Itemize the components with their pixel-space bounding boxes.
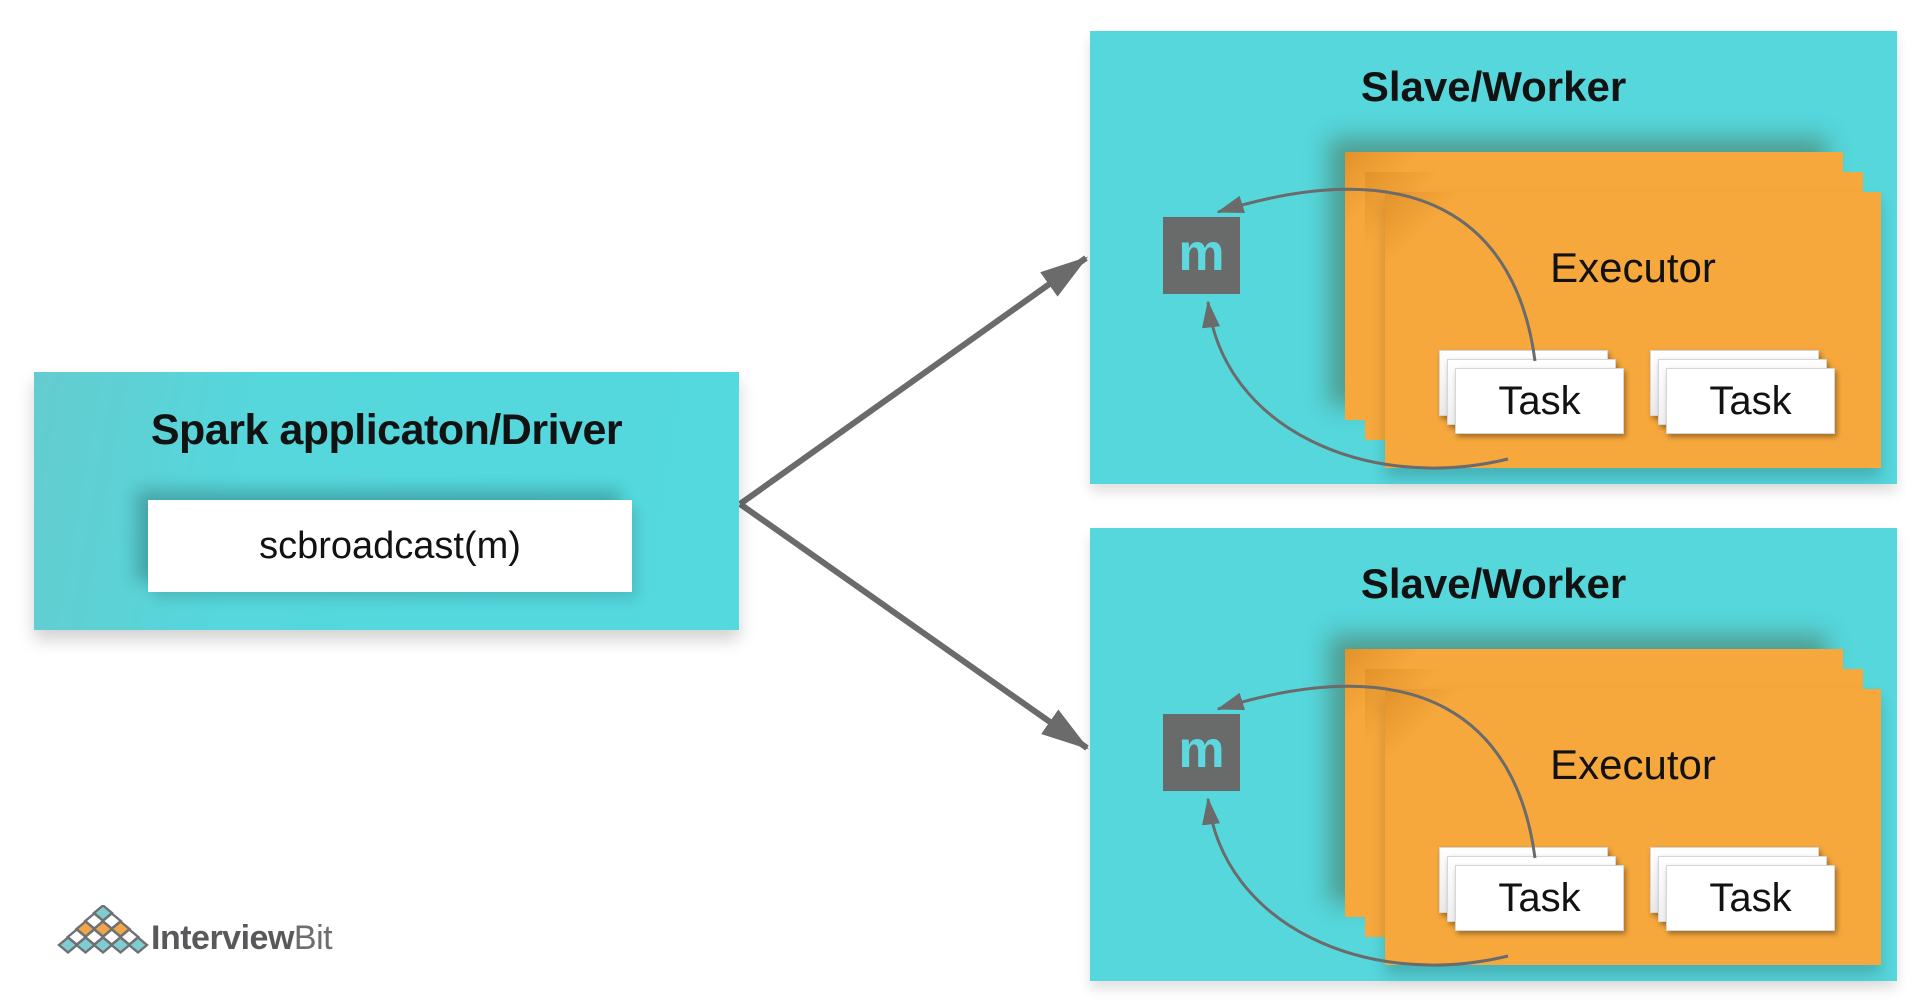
task-box: Task <box>1666 368 1835 434</box>
worker-1-title: Slave/Worker <box>1360 63 1627 110</box>
worker-2-executor-label: Executor <box>1550 741 1716 788</box>
interviewbit-logo: InterviewBit <box>57 903 477 973</box>
worker-1-executor-label: Executor <box>1550 244 1716 291</box>
task-label: Task <box>1709 378 1792 423</box>
task-label: Task <box>1498 875 1581 920</box>
worker-2-task-stack-1: Task <box>1439 847 1624 931</box>
task-box: Task <box>1455 368 1624 434</box>
worker-2-broadcast-var-box: m <box>1163 714 1240 791</box>
brand-name-light: Bit <box>293 919 333 957</box>
task-label: Task <box>1709 875 1792 920</box>
worker-2-task-stack-2: Task <box>1650 847 1835 931</box>
worker-1-task-stack-1: Task <box>1439 350 1624 434</box>
worker-2-executor-panel-front: Executor Task Task <box>1385 689 1881 965</box>
worker-2-broadcast-var-label: m <box>1178 720 1225 779</box>
worker-1-broadcast-var-box: m <box>1163 217 1240 294</box>
worker-box-1: Slave/Worker m Executor Task Task <box>1090 31 1897 484</box>
broadcast-call-label: scbroadcast(m) <box>259 524 521 567</box>
task-box: Task <box>1455 865 1624 931</box>
worker-1-task-stack-2: Task <box>1650 350 1835 434</box>
spark-driver-box: Spark applicaton/Driver scbroadcast(m) <box>34 372 739 630</box>
driver-title: Spark applicaton/Driver <box>150 406 623 454</box>
worker-1-broadcast-var-label: m <box>1178 223 1225 282</box>
worker-2-title: Slave/Worker <box>1360 560 1627 607</box>
arrow-driver-to-worker-2 <box>738 501 1089 751</box>
task-label: Task <box>1498 378 1581 423</box>
arrow-driver-to-worker-1 <box>738 255 1088 507</box>
interviewbit-wordmark: InterviewBit <box>151 919 333 958</box>
worker-1-executor-panel-front: Executor Task Task <box>1385 192 1881 468</box>
broadcast-call-box: scbroadcast(m) <box>148 500 632 592</box>
worker-box-2: Slave/Worker m Executor Task Task <box>1090 528 1897 981</box>
task-box: Task <box>1666 865 1835 931</box>
brand-name-bold: Interview <box>151 919 294 957</box>
interviewbit-pyramid-icon <box>57 905 149 955</box>
